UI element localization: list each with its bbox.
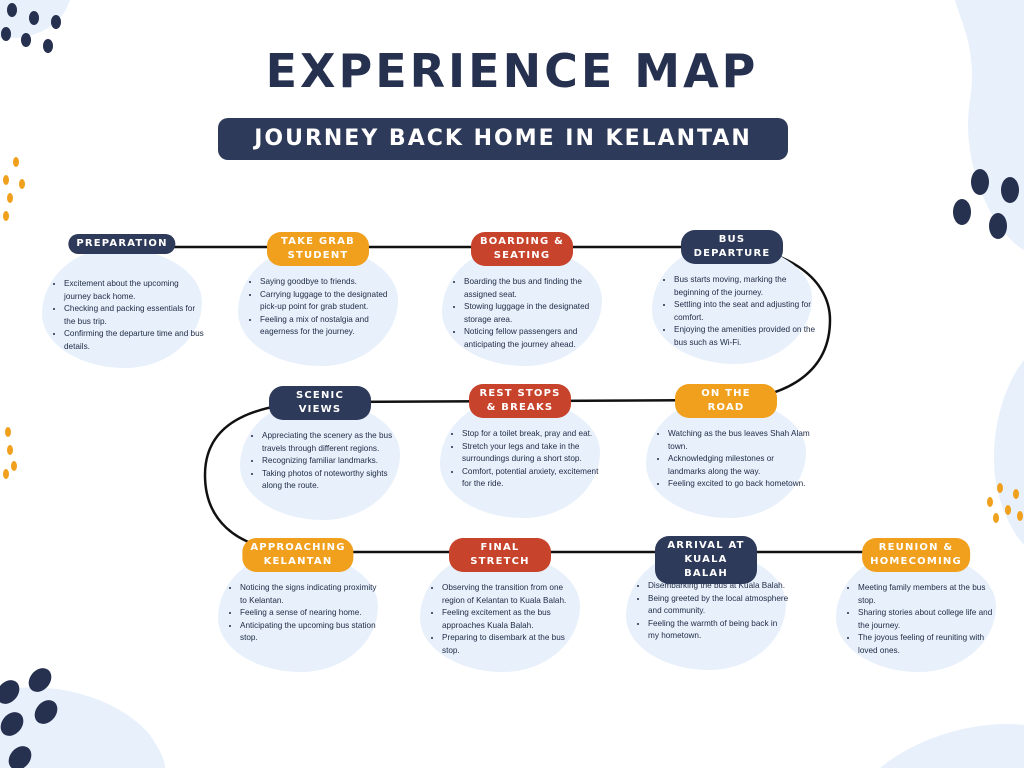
step-point: Confirming the departure time and bus de… — [64, 328, 206, 353]
step-background — [836, 552, 996, 672]
step-point: Carrying luggage to the designated pick-… — [260, 289, 402, 314]
step-point: Being greeted by the local atmosphere an… — [648, 593, 790, 618]
step-point: Stowing luggage in the designated storag… — [464, 301, 606, 326]
step-arrival-kuala-balah: ARRIVAL AT KUALA BALAH Disembarking the … — [626, 536, 788, 670]
dots-right — [953, 169, 1019, 239]
step-background — [646, 398, 806, 518]
corner-blob-bottom-right — [880, 724, 1024, 768]
step-point: Stretch your legs and take in the surrou… — [462, 441, 604, 466]
step-final-stretch: FINAL STRETCH Observing the transition f… — [420, 538, 580, 672]
step-label: FINAL STRETCH — [449, 538, 551, 572]
step-label: PREPARATION — [68, 234, 176, 254]
page-title: EXPERIENCE MAP — [265, 44, 759, 98]
step-scenic-views: SCENIC VIEWS Appreciating the scenery as… — [240, 386, 400, 520]
page-subtitle: JOURNEY BACK HOME IN KELANTAN — [218, 118, 788, 160]
step-point: Checking and packing essentials for the … — [64, 303, 206, 328]
step-points: Observing the transition from one region… — [430, 582, 584, 657]
step-background — [442, 246, 602, 366]
step-boarding-seating: BOARDING & SEATING Boarding the bus and … — [442, 232, 602, 366]
step-point: Observing the transition from one region… — [442, 582, 584, 607]
step-points: Bus starts moving, marking the beginning… — [662, 274, 816, 349]
step-background — [240, 400, 400, 520]
step-point: Taking photos of noteworthy sights along… — [262, 468, 404, 493]
orange-dots-right-bottom — [987, 483, 1023, 523]
step-points: Watching as the bus leaves Shah Alam tow… — [656, 428, 810, 491]
orange-dots-left-mid — [3, 427, 17, 479]
step-point: Noticing fellow passengers and anticipat… — [464, 326, 606, 351]
step-point: Feeling a mix of nostalgia and eagerness… — [260, 314, 402, 339]
orange-dots-left-top — [3, 157, 25, 221]
step-label: SCENIC VIEWS — [269, 386, 371, 420]
step-point: Appreciating the scenery as the bus trav… — [262, 430, 404, 455]
step-points: Disembarking the bus at Kuala Balah. Bei… — [636, 580, 790, 643]
step-point: Comfort, potential anxiety, excitement f… — [462, 466, 604, 491]
dots-bottom-left — [0, 668, 58, 768]
step-point: Preparing to disembark at the bus stop. — [442, 632, 584, 657]
step-background — [440, 398, 600, 518]
step-reunion-homecoming: REUNION & HOMECOMING Meeting family memb… — [836, 538, 996, 672]
step-points: Saying goodbye to friends. Carrying lugg… — [248, 276, 402, 339]
step-background — [238, 246, 398, 366]
step-point: The joyous feeling of reuniting with lov… — [858, 632, 1000, 657]
step-label: BUS DEPARTURE — [681, 230, 783, 264]
step-point: Acknowledging milestones or landmarks al… — [668, 453, 810, 478]
step-point: Feeling a sense of nearing home. — [240, 607, 382, 620]
step-background — [420, 552, 580, 672]
step-point: Meeting family members at the bus stop. — [858, 582, 1000, 607]
step-point: Feeling the warmth of being back in my h… — [648, 618, 790, 643]
step-point: Boarding the bus and finding the assigne… — [464, 276, 606, 301]
step-label: REST STOPS & BREAKS — [469, 384, 571, 418]
step-point: Noticing the signs indicating proximity … — [240, 582, 382, 607]
step-on-the-road: ON THE ROAD Watching as the bus leaves S… — [646, 384, 810, 518]
step-point: Saying goodbye to friends. — [260, 276, 402, 289]
step-point: Feeling excited to go back hometown. — [668, 478, 810, 491]
step-points: Noticing the signs indicating proximity … — [228, 582, 382, 645]
step-approaching-kelantan: APPROACHING KELANTAN Noticing the signs … — [218, 538, 378, 672]
step-point: Bus starts moving, marking the beginning… — [674, 274, 816, 299]
step-point: Settling into the seat and adjusting for… — [674, 299, 816, 324]
step-label: APPROACHING KELANTAN — [242, 538, 354, 572]
step-point: Sharing stories about college life and t… — [858, 607, 1000, 632]
step-points: Stop for a toilet break, pray and eat. S… — [450, 428, 604, 491]
step-point: Recognizing familiar landmarks. — [262, 455, 404, 468]
step-point: Stop for a toilet break, pray and eat. — [462, 428, 604, 441]
step-label: ON THE ROAD — [675, 384, 777, 418]
step-point: Feeling excitement as the bus approaches… — [442, 607, 584, 632]
step-point: Watching as the bus leaves Shah Alam tow… — [668, 428, 810, 453]
step-take-grab-student: TAKE GRAB STUDENT Saying goodbye to frie… — [238, 232, 398, 366]
step-points: Appreciating the scenery as the bus trav… — [250, 430, 404, 493]
step-label: REUNION & HOMECOMING — [862, 538, 970, 572]
step-preparation: PREPARATION Excitement about the upcomin… — [42, 234, 204, 368]
step-rest-stops-breaks: REST STOPS & BREAKS Stop for a toilet br… — [440, 384, 600, 518]
step-label: TAKE GRAB STUDENT — [267, 232, 369, 266]
step-points: Meeting family members at the bus stop. … — [846, 582, 1000, 657]
step-background — [218, 552, 378, 672]
step-point: Excitement about the upcoming journey ba… — [64, 278, 206, 303]
step-points: Boarding the bus and finding the assigne… — [452, 276, 606, 351]
step-point: Disembarking the bus at Kuala Balah. — [648, 580, 790, 593]
step-point: Enjoying the amenities provided on the b… — [674, 324, 816, 349]
step-point: Anticipating the upcoming bus station st… — [240, 620, 382, 645]
step-label: BOARDING & SEATING — [471, 232, 573, 266]
step-label: ARRIVAL AT KUALA BALAH — [655, 536, 757, 584]
step-points: Excitement about the upcoming journey ba… — [52, 278, 206, 353]
step-bus-departure: BUS DEPARTURE Bus starts moving, marking… — [652, 230, 815, 364]
step-background — [652, 244, 812, 364]
step-background — [42, 248, 202, 368]
dots-top-left — [1, 3, 61, 53]
